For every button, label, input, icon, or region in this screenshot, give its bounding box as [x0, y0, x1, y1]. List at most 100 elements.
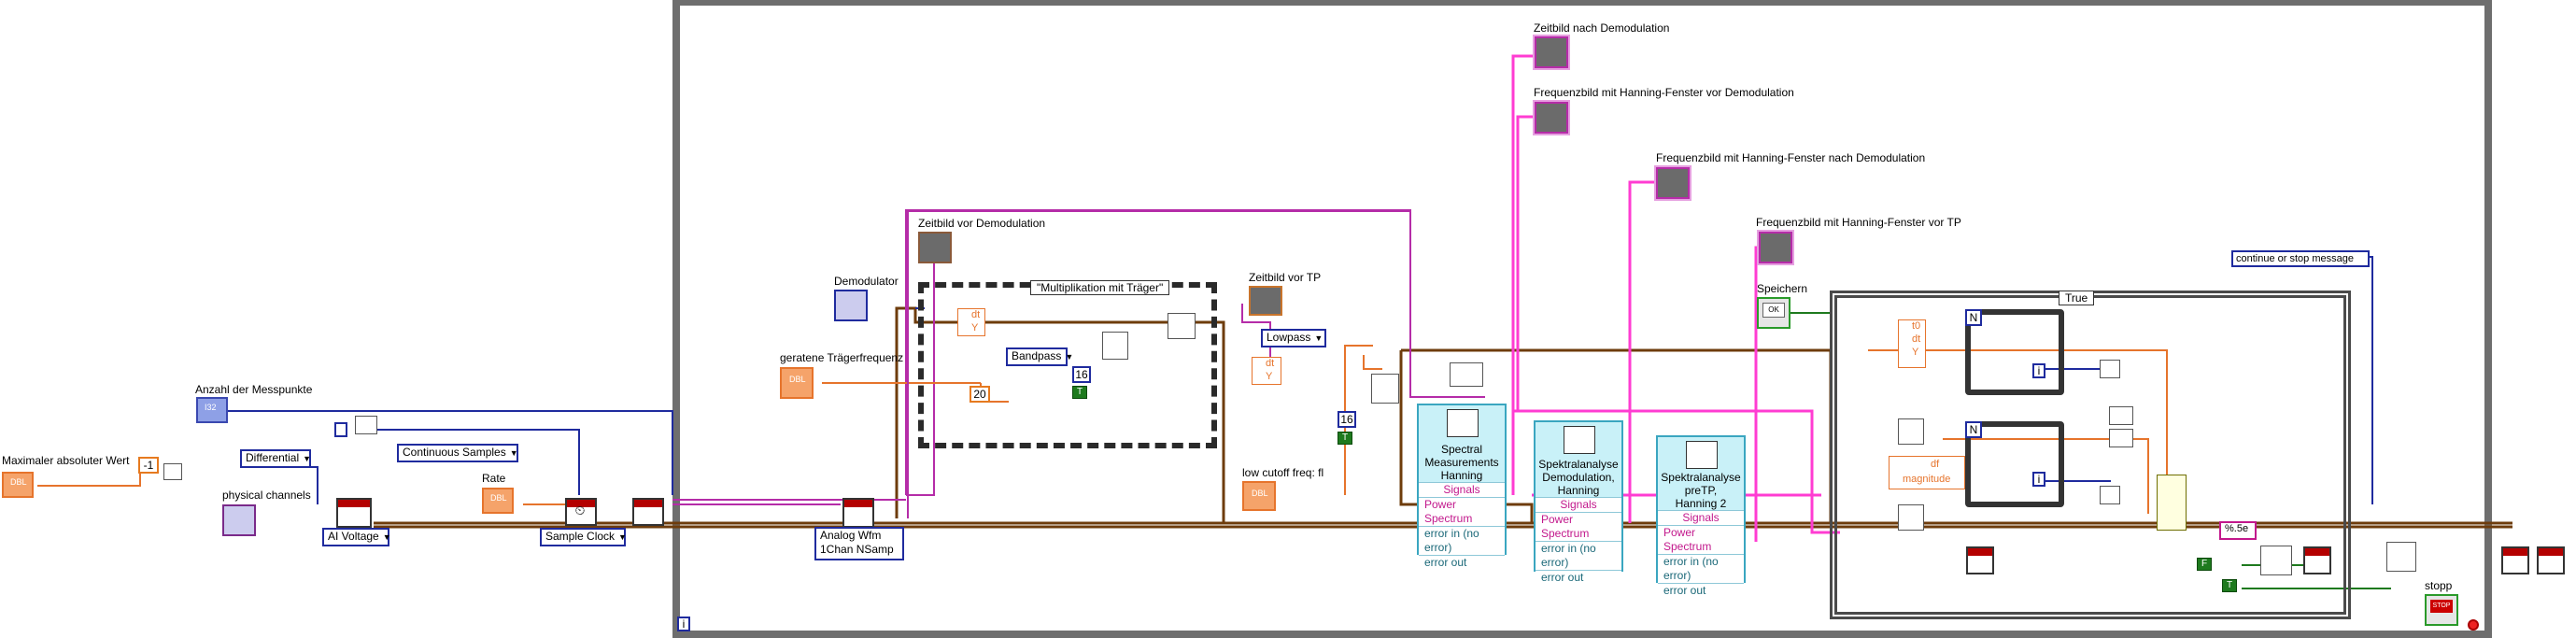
spectrum-icon-2 [1564, 426, 1595, 454]
continuous-samples-enum[interactable]: Continuous Samples [397, 444, 518, 462]
analog-wfm-selector[interactable]: Analog Wfm 1Chan NSamp [814, 527, 904, 560]
dbl-tag-4: DBL [1252, 489, 1268, 498]
freq-vor-dem-graph[interactable] [1535, 102, 1568, 134]
daq-timing[interactable] [565, 498, 597, 526]
n-constant-bottom[interactable]: N [1965, 421, 1982, 438]
multiply-node-a [2100, 360, 2120, 378]
continue-message-constant[interactable]: continue or stop message [2231, 250, 2370, 267]
spectral2-title: Spektralanalyse Demodulation, Hanning [1536, 454, 1621, 497]
zeit-vor-tp-graph[interactable] [1249, 286, 1282, 316]
filter-node-a [1102, 332, 1128, 360]
waveform-route-frame [907, 210, 1411, 518]
true-constant-c[interactable]: T [2222, 579, 2237, 592]
spectral2-title-2: Demodulation, [1542, 471, 1615, 484]
spektralanalyse-pretp-subvi[interactable]: Spektralanalyse preTP, Hanning 2 Signals… [1656, 435, 1746, 598]
stop-button-face: STOP [2430, 600, 2453, 613]
while-loop-frame [672, 0, 2492, 638]
spectral3-title: Spektralanalyse preTP, Hanning 2 [1658, 467, 1744, 510]
spectral-measurements-subvi[interactable]: Spectral Measurements Hanning Signals Po… [1417, 404, 1507, 570]
case-selector-multiplikation[interactable]: "Multiplikation mit Träger" [1030, 280, 1170, 295]
build-waveform-node-c: dt Y [1252, 357, 1281, 385]
daqmx-header-2 [567, 500, 595, 507]
traeger-control[interactable]: DBL [780, 367, 814, 399]
spectrum-icon-3 [1686, 441, 1718, 469]
multiplikation-case [918, 282, 1217, 448]
y-node-b [2109, 429, 2133, 447]
dialog-node [2386, 542, 2416, 572]
daqmx-header-3 [634, 500, 662, 507]
physical-channels-control[interactable] [222, 504, 256, 536]
spektralanalyse-demod-subvi[interactable]: Spektralanalyse Demodulation, Hanning Si… [1534, 420, 1623, 585]
speichern-label: Speichern [1757, 282, 1808, 295]
false-constant[interactable]: F [2197, 558, 2212, 571]
spectral2-signals[interactable]: Signals [1536, 497, 1621, 512]
daq-start-task[interactable] [632, 498, 664, 526]
dbl-tag: DBL [10, 477, 27, 487]
two-constant[interactable] [334, 422, 347, 437]
spectral2-err-in[interactable]: error in (no error) [1536, 541, 1621, 570]
spectral3-err-out[interactable]: error out [1658, 583, 1744, 598]
build-array-node [2157, 475, 2187, 531]
daqmx-header-8 [2539, 548, 2563, 556]
spectral1-signals[interactable]: Signals [1419, 482, 1505, 497]
y-label-t: Y [1912, 347, 1919, 358]
spectral3-power[interactable]: Power Spectrum [1658, 525, 1744, 554]
build-waveform-node-a: dt Y [957, 308, 985, 336]
stopp-button[interactable]: STOP [2425, 594, 2458, 626]
sample-clock-enum[interactable]: Sample Clock [540, 528, 626, 546]
daq-node-right[interactable] [2303, 546, 2331, 574]
spectral3-err-in[interactable]: error in (no error) [1658, 554, 1744, 583]
twenty-constant[interactable]: 20 [970, 386, 990, 403]
daq-stop-task[interactable] [2501, 546, 2529, 574]
differential-enum[interactable]: Differential [240, 449, 311, 468]
spectral1-err-in[interactable]: error in (no error) [1419, 526, 1505, 555]
daqmx-header-7 [2503, 548, 2527, 556]
demodulator-control[interactable] [834, 290, 868, 321]
speichern-button[interactable]: OK [1757, 297, 1790, 329]
y-label-c: Y [1266, 371, 1273, 382]
max-abs-indicator[interactable]: DBL [2, 472, 34, 498]
freq-nach-dem-graph[interactable] [1656, 167, 1690, 199]
max-abs-label: Maximaler absoluter Wert [2, 454, 130, 467]
format-constant[interactable]: %.5e [2219, 521, 2257, 540]
daq-create-channel[interactable] [336, 498, 372, 528]
anzahl-label: Anzahl der Messpunkte [195, 383, 313, 396]
freq-vor-tp-graph[interactable] [1759, 232, 1792, 263]
daqmx-header [338, 500, 370, 507]
spectral1-power[interactable]: Power Spectrum [1419, 497, 1505, 526]
sixteen-constant-a[interactable]: 16 [1072, 366, 1091, 383]
bandpass-enum[interactable]: Bandpass [1006, 347, 1068, 366]
rate-label: Rate [482, 472, 506, 485]
daqmx-header-6 [2305, 548, 2329, 556]
case-selector-true[interactable]: True [2059, 291, 2095, 305]
spectral2-err-out[interactable]: error out [1536, 570, 1621, 585]
anzahl-control[interactable]: I32 [196, 397, 228, 423]
spectral3-signals[interactable]: Signals [1658, 510, 1744, 525]
numeric-wires [37, 345, 2168, 518]
zeit-vor-dem-graph[interactable] [918, 232, 952, 263]
daq-read[interactable] [842, 498, 874, 528]
spectral1-title-2: Measurements [1424, 456, 1499, 469]
rate-control[interactable]: DBL [482, 488, 514, 514]
build-waveform-node-b [1168, 313, 1196, 339]
spectral1-err-out[interactable]: error out [1419, 555, 1505, 570]
zeit-nach-dem-graph[interactable] [1535, 36, 1568, 68]
ai-voltage-enum[interactable]: AI Voltage [322, 528, 389, 546]
daq-clear-task[interactable] [2537, 546, 2565, 574]
minus-one-constant[interactable]: -1 [138, 457, 159, 474]
multiply-node-b [2100, 486, 2120, 504]
true-constant-a[interactable]: T [1072, 386, 1087, 399]
freq-vor-tp-label: Frequenzbild mit Hanning-Fenster vor TP [1756, 216, 1961, 229]
low-cutoff-control[interactable]: DBL [1242, 481, 1276, 511]
spectral3-title-2: preTP, [1684, 484, 1718, 497]
daqmx-header-5 [1968, 548, 1992, 556]
i-constant-a: i [2032, 363, 2045, 378]
true-constant-b[interactable]: T [1338, 432, 1352, 445]
build-waveform-t0: t0 dt Y [1898, 319, 1926, 368]
spectral2-power[interactable]: Power Spectrum [1536, 512, 1621, 541]
sixteen-constant-b[interactable]: 16 [1338, 411, 1356, 428]
n-constant-top[interactable]: N [1965, 309, 1982, 326]
daq-node-inner[interactable] [1966, 546, 1994, 574]
spectrum-icon [1447, 409, 1479, 437]
lowpass-enum[interactable]: Lowpass [1261, 329, 1326, 347]
